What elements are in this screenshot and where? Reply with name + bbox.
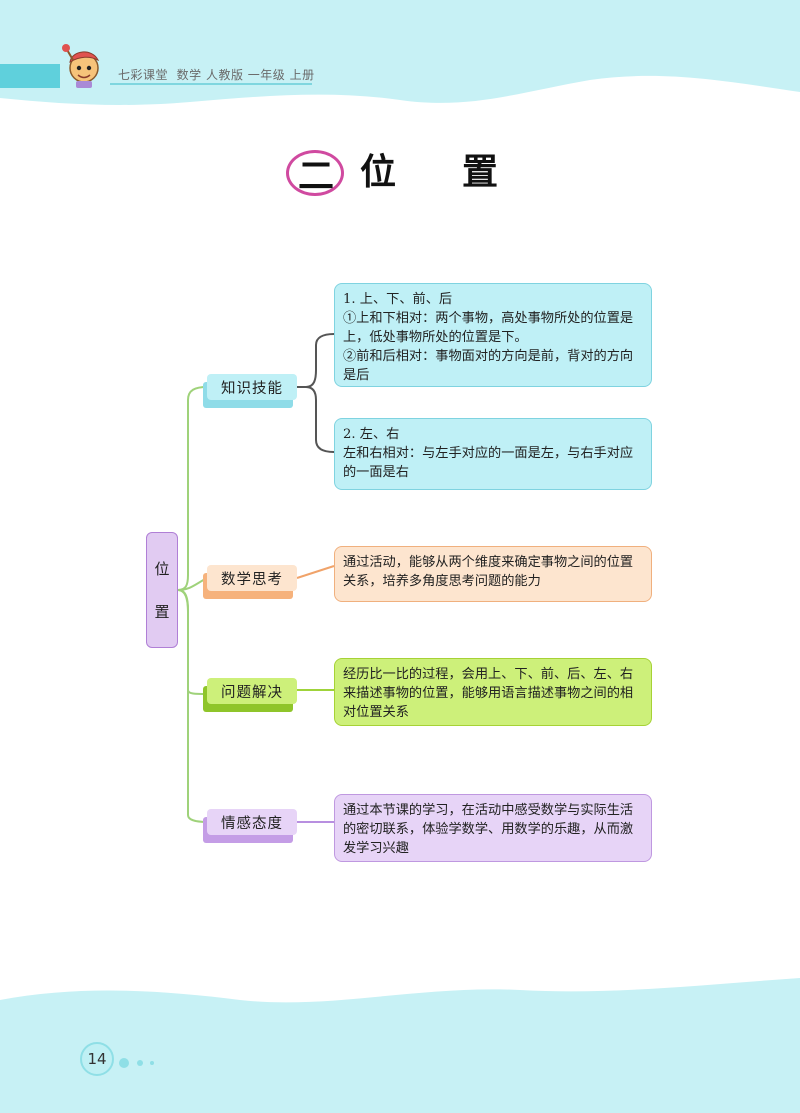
header-title: 七彩课堂 数学 人教版 一年级 上册: [118, 68, 315, 82]
chapter-number-ring: [286, 150, 344, 196]
mindmap-root: 位 置: [146, 532, 178, 648]
leaf-text: 通过活动，能够从两个维度来确定事物之间的位置关系，培养多角度思考问题的能力: [343, 555, 634, 589]
chapter-name: 位置: [360, 152, 565, 193]
leaf-emotion-attitude: 通过本节课的学习，在活动中感受数学与实际生活的密切联系，体验学数学、用数学的乐趣…: [334, 794, 652, 862]
root-char-1: 位: [154, 560, 170, 578]
page-number: 14: [80, 1042, 114, 1076]
leaf-text: 通过本节课的学习，在活动中感受数学与实际生活的密切联系，体验学数学、用数学的乐趣…: [343, 803, 634, 856]
leaf-up-down-front-back: 1. 上、下、前、后 ①上和下相对：两个事物，高处事物所处的位置是上，低处事物所…: [334, 283, 652, 387]
mascot-icon: [62, 44, 100, 88]
leaf-problem-solving: 经历比一比的过程，会用上、下、前、后、左、右来描述事物的位置，能够用语言描述事物…: [334, 658, 652, 726]
leaf-text: ②前和后相对：事物面对的方向是前，背对的方向是后: [343, 349, 634, 383]
leaf-math-thinking: 通过活动，能够从两个维度来确定事物之间的位置关系，培养多角度思考问题的能力: [334, 546, 652, 602]
leaf-text: 经历比一比的过程，会用上、下、前、后、左、右来描述事物的位置，能够用语言描述事物…: [343, 667, 634, 720]
leaf-heading: 1. 上、下、前、后: [343, 292, 453, 307]
branch-problem-solving: 问题解决: [207, 678, 297, 704]
leaf-left-right: 2. 左、右 左和右相对：与左手对应的一面是左，与右手对应的一面是右: [334, 418, 652, 490]
branch-math-thinking: 数学思考: [207, 565, 297, 591]
branch-emotion-attitude: 情感态度: [207, 809, 297, 835]
leaf-heading: 2. 左、右: [343, 427, 400, 442]
root-char-2: 置: [154, 603, 170, 621]
chapter-title: 二 位置: [286, 150, 528, 200]
leaf-text: 左和右相对：与左手对应的一面是左，与右手对应的一面是右: [343, 446, 634, 480]
leaf-text: ①上和下相对：两个事物，高处事物所处的位置是上，低处事物所处的位置是下。: [343, 311, 634, 345]
chapter-number: 二: [297, 156, 334, 197]
branch-knowledge-skills: 知识技能: [207, 374, 297, 400]
